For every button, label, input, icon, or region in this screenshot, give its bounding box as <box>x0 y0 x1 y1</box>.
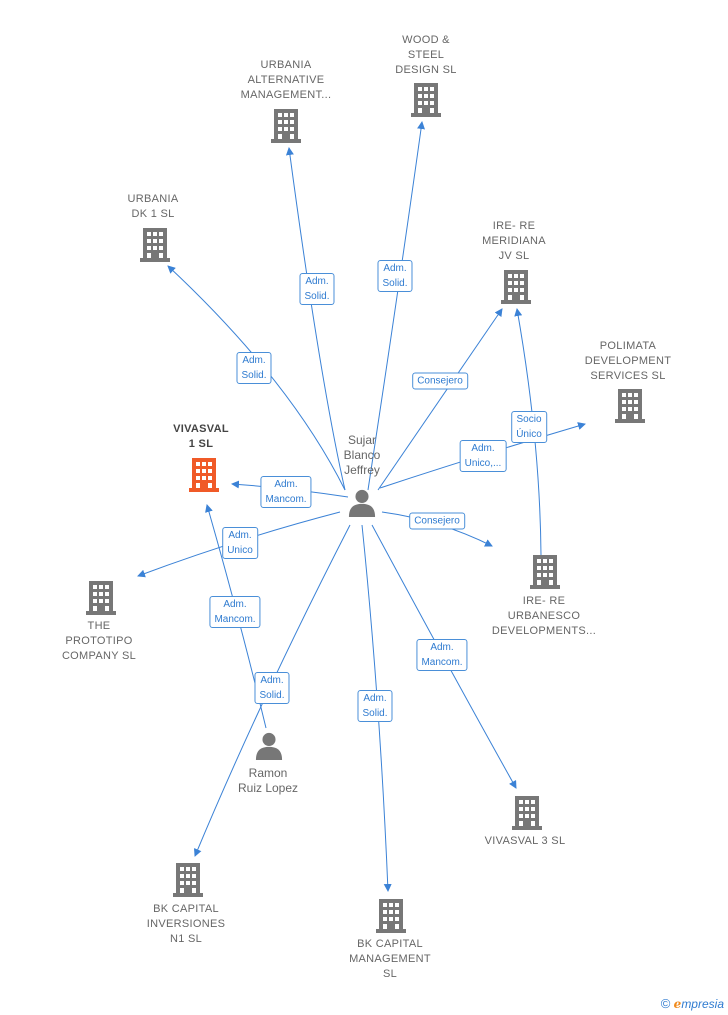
edge-sujar-to-wood-steel <box>367 121 425 491</box>
company-label-vivasval1[interactable]: VIVASVAL 1 SL <box>173 423 229 450</box>
person-label-ramon[interactable]: Ramon Ruiz Lopez <box>237 766 299 795</box>
building-icon-bk-management[interactable] <box>376 899 406 933</box>
person-icon-ramon[interactable] <box>255 732 283 760</box>
edge-label-sujar-to-vivasval1[interactable]: Adm. Mancom. <box>260 476 312 508</box>
brand-logo-e: e <box>673 997 682 1011</box>
company-label-vivasval3[interactable]: VIVASVAL 3 SL <box>484 835 566 847</box>
brand-logo: © empresia <box>661 996 724 1011</box>
edge-label-sujar-to-bk-inversiones[interactable]: Adm. Solid. <box>254 672 290 704</box>
edge-sujar-to-urbania-alternative <box>285 147 346 491</box>
edge-label-sujar-to-polimata[interactable]: Adm. Unico,... <box>459 440 507 472</box>
edge-label-sujar-to-vivasval3[interactable]: Adm. Mancom. <box>416 639 468 671</box>
building-icon-wood-steel[interactable] <box>411 83 441 117</box>
edge-label-sujar-to-urbania-alternative[interactable]: Adm. Solid. <box>299 273 335 305</box>
edge-label-sujar-to-urbania-dk1[interactable]: Adm. Solid. <box>236 352 272 384</box>
building-icon-polimata[interactable] <box>615 389 645 423</box>
company-label-ire-urbanesco[interactable]: IRE- RE URBANESCO DEVELOPMENTS... <box>491 595 597 637</box>
building-icon-vivasval3[interactable] <box>512 796 542 830</box>
brand-logo-text: mpresia <box>681 997 724 1011</box>
person-icon-sujar[interactable] <box>348 489 376 517</box>
building-icon-ire-urbanesco[interactable] <box>530 555 560 589</box>
company-label-bk-inversiones[interactable]: BK CAPITAL INVERSIONES N1 SL <box>146 903 226 945</box>
building-icon-vivasval1[interactable] <box>189 458 219 492</box>
company-label-urbania-alternative[interactable]: URBANIA ALTERNATIVE MANAGEMENT... <box>240 59 332 101</box>
edge-label-sujar-to-bk-management[interactable]: Adm. Solid. <box>357 690 393 722</box>
company-label-ire-meridiana[interactable]: IRE- RE MERIDIANA JV SL <box>482 220 546 262</box>
company-label-polimata[interactable]: POLIMATA DEVELOPMENT SERVICES SL <box>584 340 672 382</box>
company-label-bk-management[interactable]: BK CAPITAL MANAGEMENT SL <box>349 938 431 980</box>
building-icon-prototipo[interactable] <box>86 581 116 615</box>
edge-label-sujar-to-ire-urbanesco[interactable]: Consejero <box>409 512 465 530</box>
company-label-urbania-dk1[interactable]: URBANIA DK 1 SL <box>127 193 179 220</box>
edge-label-ire-urbanesco-to-ire-meridiana[interactable]: Socio Único <box>511 411 547 443</box>
edge-label-sujar-to-prototipo[interactable]: Adm. Unico <box>222 527 258 559</box>
building-icon-urbania-dk1[interactable] <box>140 228 170 262</box>
edge-label-sujar-to-wood-steel[interactable]: Adm. Solid. <box>377 260 413 292</box>
edge-sujar-to-urbania-dk1 <box>167 265 346 491</box>
building-icon-bk-inversiones[interactable] <box>173 863 203 897</box>
company-label-prototipo[interactable]: THE PROTOTIPO COMPANY SL <box>61 620 137 662</box>
edge-label-ramon-to-vivasval1[interactable]: Adm. Mancom. <box>209 596 261 628</box>
edge-label-sujar-to-ire-meridiana[interactable]: Consejero <box>412 372 468 390</box>
company-label-wood-steel[interactable]: WOOD & STEEL DESIGN SL <box>395 34 457 76</box>
building-icon-ire-meridiana[interactable] <box>501 270 531 304</box>
building-icon-urbania-alternative[interactable] <box>271 109 301 143</box>
copyright-icon: © <box>660 996 671 1011</box>
edge-sujar-to-ire-meridiana <box>377 308 503 491</box>
person-label-sujar[interactable]: Sujar Blanco Jeffrey <box>343 433 381 477</box>
